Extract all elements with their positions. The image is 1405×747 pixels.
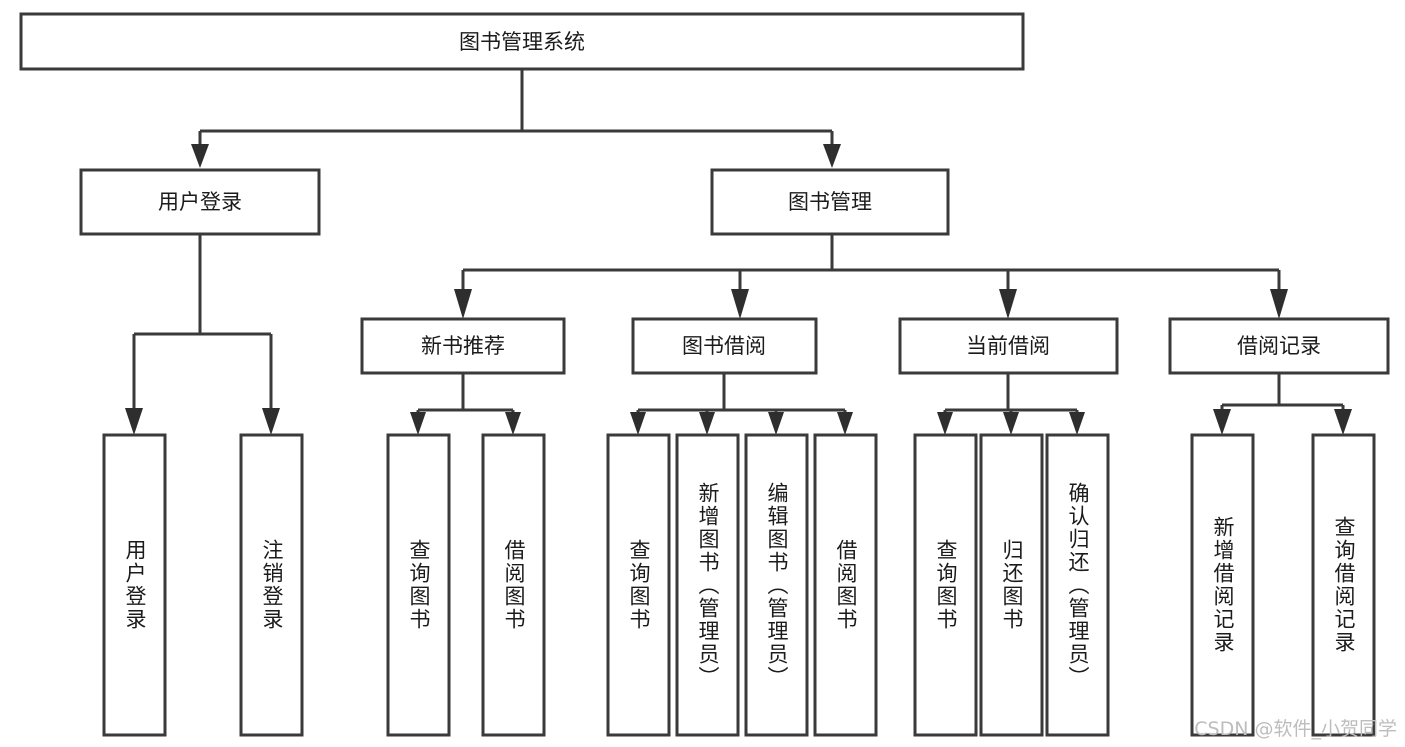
node-root-label: 图书管理系统 [459, 30, 585, 54]
node-user-login[interactable] [79, 168, 321, 236]
connector-currentborrow-to-leaves [937, 374, 1085, 435]
node-book-borrow[interactable] [631, 317, 818, 375]
connector-root-to-level2 [191, 69, 841, 168]
connector-borrowrecord-to-leaves [1213, 374, 1352, 435]
connector-bookmgmt-to-level3 [454, 233, 1288, 319]
leaf-book-borrow-2[interactable] [744, 433, 809, 737]
leaf-current-borrow-0[interactable] [913, 433, 978, 737]
leaf-book-borrow-3[interactable] [813, 433, 878, 737]
leaf-book-borrow-0[interactable] [606, 433, 671, 737]
leaf-book-borrow-1[interactable] [675, 433, 740, 737]
csdn-watermark: CSDN @软件_小贺同学 [1194, 718, 1397, 740]
connector-newbook-to-leaves [410, 374, 521, 435]
node-current-borrow[interactable] [898, 317, 1119, 375]
node-borrow-record-label: 借阅记录 [1237, 334, 1321, 358]
node-current-borrow-label: 当前借阅 [966, 334, 1050, 358]
leaf-current-borrow-2[interactable] [1045, 433, 1110, 737]
leaf-new-book-0[interactable] [386, 433, 451, 737]
node-borrow-record[interactable] [1168, 317, 1390, 375]
node-book-management-label: 图书管理 [788, 190, 872, 214]
node-book-borrow-label: 图书借阅 [682, 334, 766, 358]
leaf-new-book-1[interactable] [481, 433, 546, 737]
leaf-borrow-record-0[interactable] [1190, 433, 1255, 737]
connector-bookborrow-to-leaves [630, 374, 853, 435]
leaf-borrow-record-1[interactable] [1311, 433, 1376, 737]
node-new-book-recommend[interactable] [360, 317, 566, 375]
leaf-current-borrow-1[interactable] [979, 433, 1044, 737]
leaf-user-login-0[interactable] [102, 433, 167, 737]
node-root[interactable] [19, 12, 1025, 71]
node-user-login-label: 用户登录 [158, 190, 242, 214]
leaf-user-login-1[interactable] [239, 433, 304, 737]
node-new-book-recommend-label: 新书推荐 [421, 334, 505, 358]
node-book-management[interactable] [710, 168, 950, 236]
connector-userlogin-to-leaves [125, 235, 280, 435]
